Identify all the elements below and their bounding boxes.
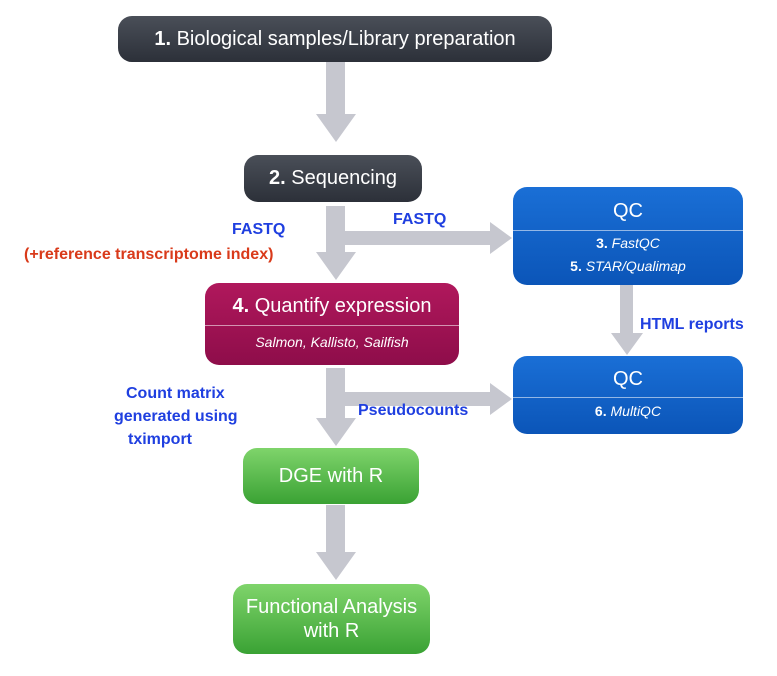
- functional-label-line1: Functional Analysis: [245, 596, 418, 618]
- label-pseudocounts: Pseudocounts: [358, 402, 469, 419]
- step-number: 6.: [594, 403, 611, 419]
- step-biological-samples: 1. Biological samples/Library preparatio…: [118, 16, 552, 62]
- divider: [513, 230, 743, 231]
- tool-name: FastQC: [611, 235, 660, 251]
- qc-line-qualimap: 5. STAR/Qualimap: [513, 258, 743, 274]
- arrow-samples-to-sequencing: [316, 62, 356, 142]
- step-functional-analysis: Functional Analysis with R: [233, 584, 430, 654]
- arrow-to-qc-fastqc: [345, 222, 512, 254]
- qc-box-multiqc: QC 6. MultiQC: [513, 356, 743, 434]
- step-label: Biological samples/Library preparation: [171, 28, 516, 50]
- label-html-reports: HTML reports: [640, 316, 744, 333]
- divider: [205, 325, 459, 326]
- step-sequencing: 2. Sequencing: [244, 155, 422, 202]
- step-label: Sequencing: [285, 167, 397, 189]
- label-count-matrix-2: generated using: [114, 408, 238, 425]
- step-number: 4.: [232, 295, 250, 317]
- quantify-tools: Salmon, Kallisto, Sailfish: [255, 334, 409, 350]
- divider: [513, 397, 743, 398]
- qc-title: QC: [613, 200, 643, 222]
- qc-title: QC: [613, 368, 643, 390]
- step-number: 1.: [154, 28, 172, 50]
- step-label: Quantify expression: [249, 295, 432, 317]
- step-number: 2.: [269, 167, 286, 189]
- label-fastq-left: FASTQ: [232, 221, 286, 238]
- step-number: 3.: [596, 235, 612, 251]
- step-dge: DGE with R: [243, 448, 419, 504]
- tool-name: STAR/Qualimap: [585, 258, 686, 274]
- arrow-sequencing-to-quantify: [316, 206, 356, 280]
- label-fastq-right: FASTQ: [393, 211, 447, 228]
- step-quantify-expression: 4. Quantify expression Salmon, Kallisto,…: [205, 283, 459, 365]
- arrow-quantify-to-dge: [316, 368, 356, 446]
- arrow-to-qc-multiqc: [345, 383, 512, 415]
- qc-line-fastqc: 3. FastQC: [513, 235, 743, 251]
- arrow-qc-to-multiqc: [611, 285, 643, 355]
- functional-label-line2: with R: [303, 620, 360, 642]
- label-count-matrix-3: tximport: [128, 431, 192, 448]
- dge-label: DGE with R: [278, 465, 384, 487]
- step-number: 5.: [570, 258, 586, 274]
- arrow-dge-to-functional: [316, 505, 356, 580]
- qc-line-multiqc: 6. MultiQC: [513, 403, 743, 419]
- label-count-matrix-1: Count matrix: [126, 385, 225, 402]
- qc-box-fastqc: QC 3. FastQC 5. STAR/Qualimap: [513, 187, 743, 285]
- tool-name: MultiQC: [610, 403, 662, 419]
- label-reference-index: (+reference transcriptome index): [24, 246, 274, 263]
